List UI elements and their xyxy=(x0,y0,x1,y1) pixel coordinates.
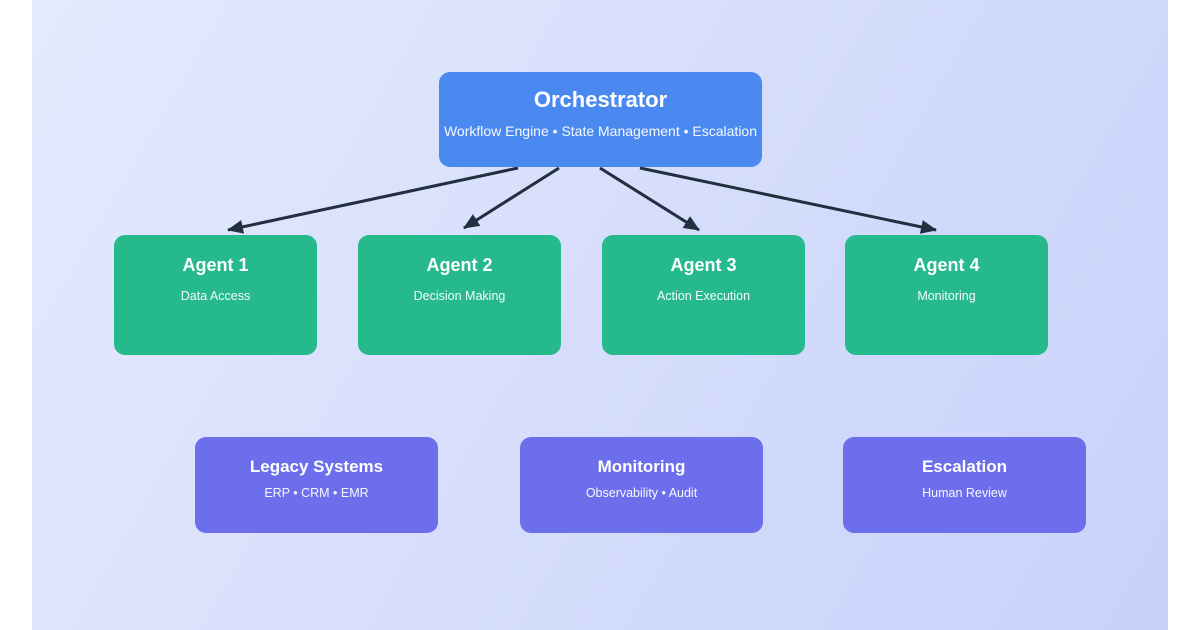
agent-1-node: Agent 1 Data Access xyxy=(114,235,317,355)
agent-2-node: Agent 2 Decision Making xyxy=(358,235,561,355)
escalation-subtitle: Human Review xyxy=(922,486,1007,501)
diagram-canvas: Orchestrator Workflow Engine • State Man… xyxy=(32,0,1168,630)
monitoring-subtitle: Observability • Audit xyxy=(585,486,698,501)
agent-2-title: Agent 2 xyxy=(426,255,493,275)
legacy-systems-title: Legacy Systems xyxy=(249,457,384,476)
agent-2-subtitle: Decision Making xyxy=(413,288,506,303)
orchestrator-title: Orchestrator xyxy=(533,87,668,112)
monitoring-node: Monitoring Observability • Audit xyxy=(520,437,763,533)
arrow-orchestrator-agent4 xyxy=(639,166,937,234)
arrow-orchestrator-agent1 xyxy=(227,166,519,234)
agent-4-node: Agent 4 Monitoring xyxy=(845,235,1048,355)
agent-4-title: Agent 4 xyxy=(913,255,980,275)
agent-1-subtitle: Data Access xyxy=(180,288,251,303)
escalation-node: Escalation Human Review xyxy=(843,437,1086,533)
escalation-title: Escalation xyxy=(921,457,1008,476)
arrow-orchestrator-agent3 xyxy=(599,166,700,232)
legacy-systems-subtitle: ERP • CRM • EMR xyxy=(264,486,369,501)
agent-4-subtitle: Monitoring xyxy=(917,288,976,303)
agent-3-node: Agent 3 Action Execution xyxy=(602,235,805,355)
orchestrator-node: Orchestrator Workflow Engine • State Man… xyxy=(439,72,762,167)
arrow-orchestrator-agent2 xyxy=(463,166,560,230)
orchestrator-subtitle: Workflow Engine • State Management • Esc… xyxy=(443,123,758,140)
legacy-systems-node: Legacy Systems ERP • CRM • EMR xyxy=(195,437,438,533)
agent-3-title: Agent 3 xyxy=(670,255,737,275)
agent-3-subtitle: Action Execution xyxy=(656,288,751,303)
agent-1-title: Agent 1 xyxy=(182,255,249,275)
monitoring-title: Monitoring xyxy=(597,457,686,476)
